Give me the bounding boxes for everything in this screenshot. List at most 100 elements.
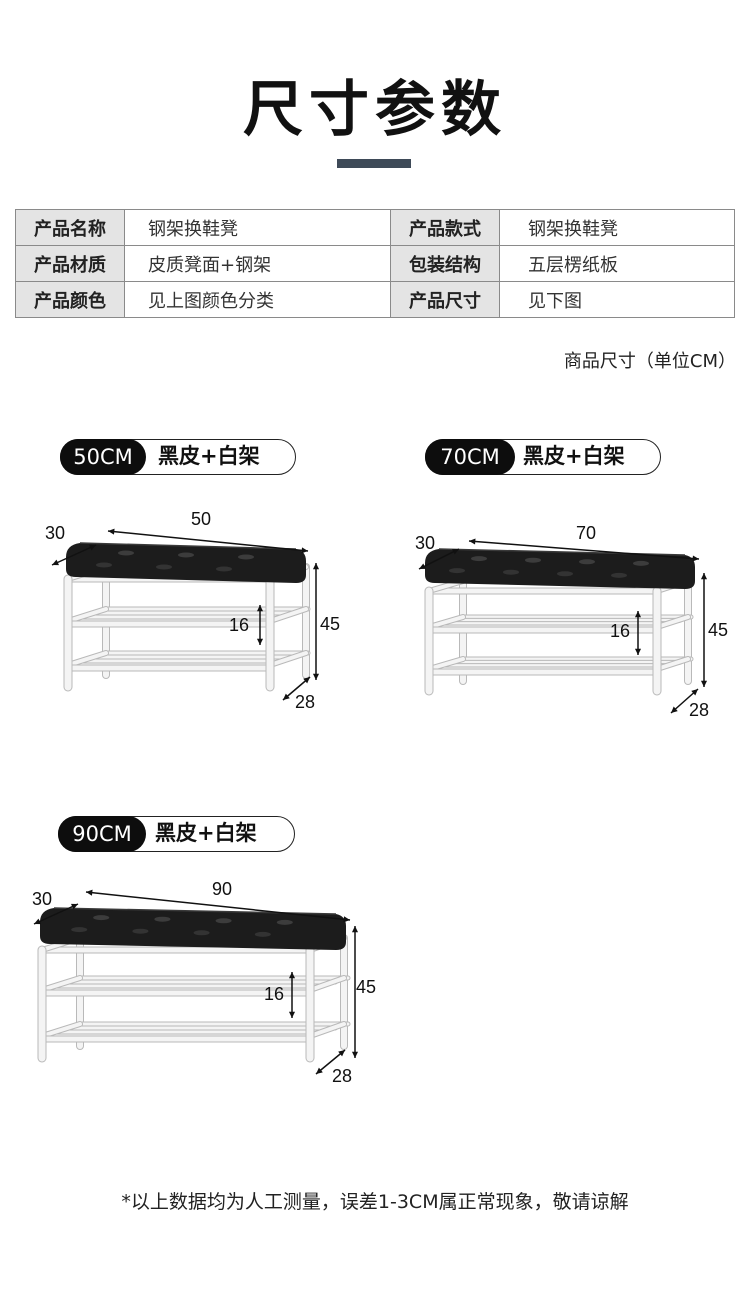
page-title: 尺寸参数 — [243, 75, 507, 145]
dimension-arrowhead — [86, 889, 93, 896]
spec-value: 钢架换鞋凳 — [124, 209, 391, 246]
dimension-arrowhead — [343, 916, 350, 923]
tufting-button — [156, 564, 172, 570]
dimension-lines — [418, 538, 708, 714]
bench-frame — [63, 563, 311, 692]
tufting-button — [193, 930, 210, 936]
dimension-arrowhead — [452, 549, 459, 555]
dim-height: 45 — [320, 614, 340, 634]
seat-cushion — [40, 908, 346, 950]
spec-row: 产品材质 皮质凳面+钢架 包装结构 五层楞纸板 — [15, 245, 735, 282]
spec-label: 产品款式 — [390, 209, 500, 246]
unit-note: 商品尺寸（单位CM） — [563, 351, 736, 372]
dim-shelf-gap: 16 — [229, 615, 249, 635]
dim-width: 90 — [212, 879, 232, 899]
variant-label-90: 90CM 黑皮+白架 — [58, 816, 295, 852]
dimension-arrowhead — [634, 648, 642, 655]
spec-label: 包装结构 — [390, 245, 500, 282]
side-rail — [308, 1022, 346, 1038]
spec-value: 皮质凳面+钢架 — [124, 245, 391, 282]
dimension-line — [468, 540, 700, 560]
variant-color-text: 黑皮+白架 — [523, 444, 625, 468]
dim-depth: 30 — [32, 889, 52, 909]
dimension-arrowhead — [692, 555, 699, 562]
side-rail — [268, 607, 308, 623]
spec-label: 产品材质 — [15, 245, 125, 282]
tufting-button — [178, 552, 194, 558]
bench-frame — [37, 934, 351, 1063]
bench-diagram-50: 30 50 16 45 28 — [45, 509, 340, 712]
dimension-lines — [51, 528, 320, 701]
dimension-arrowhead — [312, 563, 320, 570]
spec-value: 钢架换鞋凳 — [499, 209, 735, 246]
seat-highlight — [79, 542, 297, 550]
tufting-button — [93, 915, 110, 921]
spec-value: 见上图颜色分类 — [124, 281, 391, 318]
dimension-arrowhead — [256, 605, 264, 612]
dim-shelf-depth: 28 — [295, 692, 315, 712]
dimension-arrowhead — [288, 1011, 296, 1018]
dim-width: 50 — [191, 509, 211, 529]
variant-size-badge: 70CM — [425, 439, 515, 475]
dim-height: 45 — [708, 620, 728, 640]
tufting-button — [132, 928, 149, 934]
bench-diagram-70: 30 70 16 45 28 — [415, 523, 728, 720]
dimension-line — [107, 530, 309, 552]
dim-shelf-gap: 16 — [264, 984, 284, 1004]
dimension-arrowhead — [288, 972, 296, 979]
tufting-button — [215, 918, 232, 924]
tufting-button — [503, 569, 519, 575]
tufting-button — [238, 554, 254, 560]
dimension-arrowhead — [671, 706, 678, 713]
tufting-button — [449, 568, 465, 574]
side-rail — [268, 651, 308, 667]
side-rail — [66, 607, 108, 623]
dimension-arrowhead — [338, 1050, 345, 1057]
seat-cushion — [425, 549, 695, 589]
tufting-button — [71, 927, 88, 933]
spec-row: 产品名称 钢架换鞋凳 产品款式 钢架换鞋凳 — [15, 209, 735, 246]
dimension-arrowhead — [34, 918, 41, 925]
dimension-arrowhead — [700, 573, 708, 580]
side-rail — [66, 651, 108, 667]
spec-value: 见下图 — [499, 281, 735, 318]
bench-frame — [424, 577, 694, 696]
side-rail — [427, 657, 465, 671]
tufting-button — [579, 559, 595, 565]
tufting-button — [276, 919, 293, 925]
spec-label: 产品尺寸 — [390, 281, 500, 318]
bench-seat — [40, 907, 346, 950]
bench-diagram-90: 30 90 16 45 28 — [32, 879, 376, 1086]
spec-label: 产品颜色 — [15, 281, 125, 318]
measurement-disclaimer: *以上数据均为人工测量，误差1-3CM属正常现象，敬请谅解 — [121, 1191, 629, 1213]
dimension-arrowhead — [301, 547, 308, 554]
spec-label: 产品名称 — [15, 209, 125, 246]
dimension-arrowhead — [312, 673, 320, 680]
dimension-arrowhead — [71, 903, 78, 910]
variant-size-badge: 90CM — [58, 816, 146, 852]
tufting-button — [525, 557, 541, 563]
side-rail — [40, 976, 82, 992]
side-rail — [40, 1022, 82, 1038]
dimension-arrowhead — [256, 638, 264, 645]
spec-table: 产品名称 钢架换鞋凳 产品款式 钢架换鞋凳 产品材质 皮质凳面+钢架 包装结构 … — [15, 209, 735, 318]
dim-height: 45 — [356, 977, 376, 997]
dimension-arrowhead — [303, 677, 310, 684]
tufting-button — [557, 571, 573, 577]
dimension-arrowhead — [634, 611, 642, 618]
variant-label-50: 50CM 黑皮+白架 — [60, 439, 296, 475]
spec-row: 产品颜色 见上图颜色分类 产品尺寸 见下图 — [15, 281, 735, 318]
dimension-lines — [33, 889, 359, 1075]
dimension-arrowhead — [691, 689, 698, 696]
dim-shelf-gap: 16 — [610, 621, 630, 641]
dim-depth: 30 — [415, 533, 435, 553]
spec-value: 五层楞纸板 — [499, 245, 735, 282]
dimension-arrowhead — [351, 926, 359, 933]
variant-size-badge: 50CM — [60, 439, 146, 475]
title-underline — [337, 159, 411, 168]
dimension-arrowhead — [316, 1067, 323, 1074]
dimension-line — [33, 903, 79, 925]
variant-color-text: 黑皮+白架 — [158, 444, 260, 468]
dimension-arrowhead — [52, 559, 59, 566]
tufting-button — [254, 931, 271, 937]
